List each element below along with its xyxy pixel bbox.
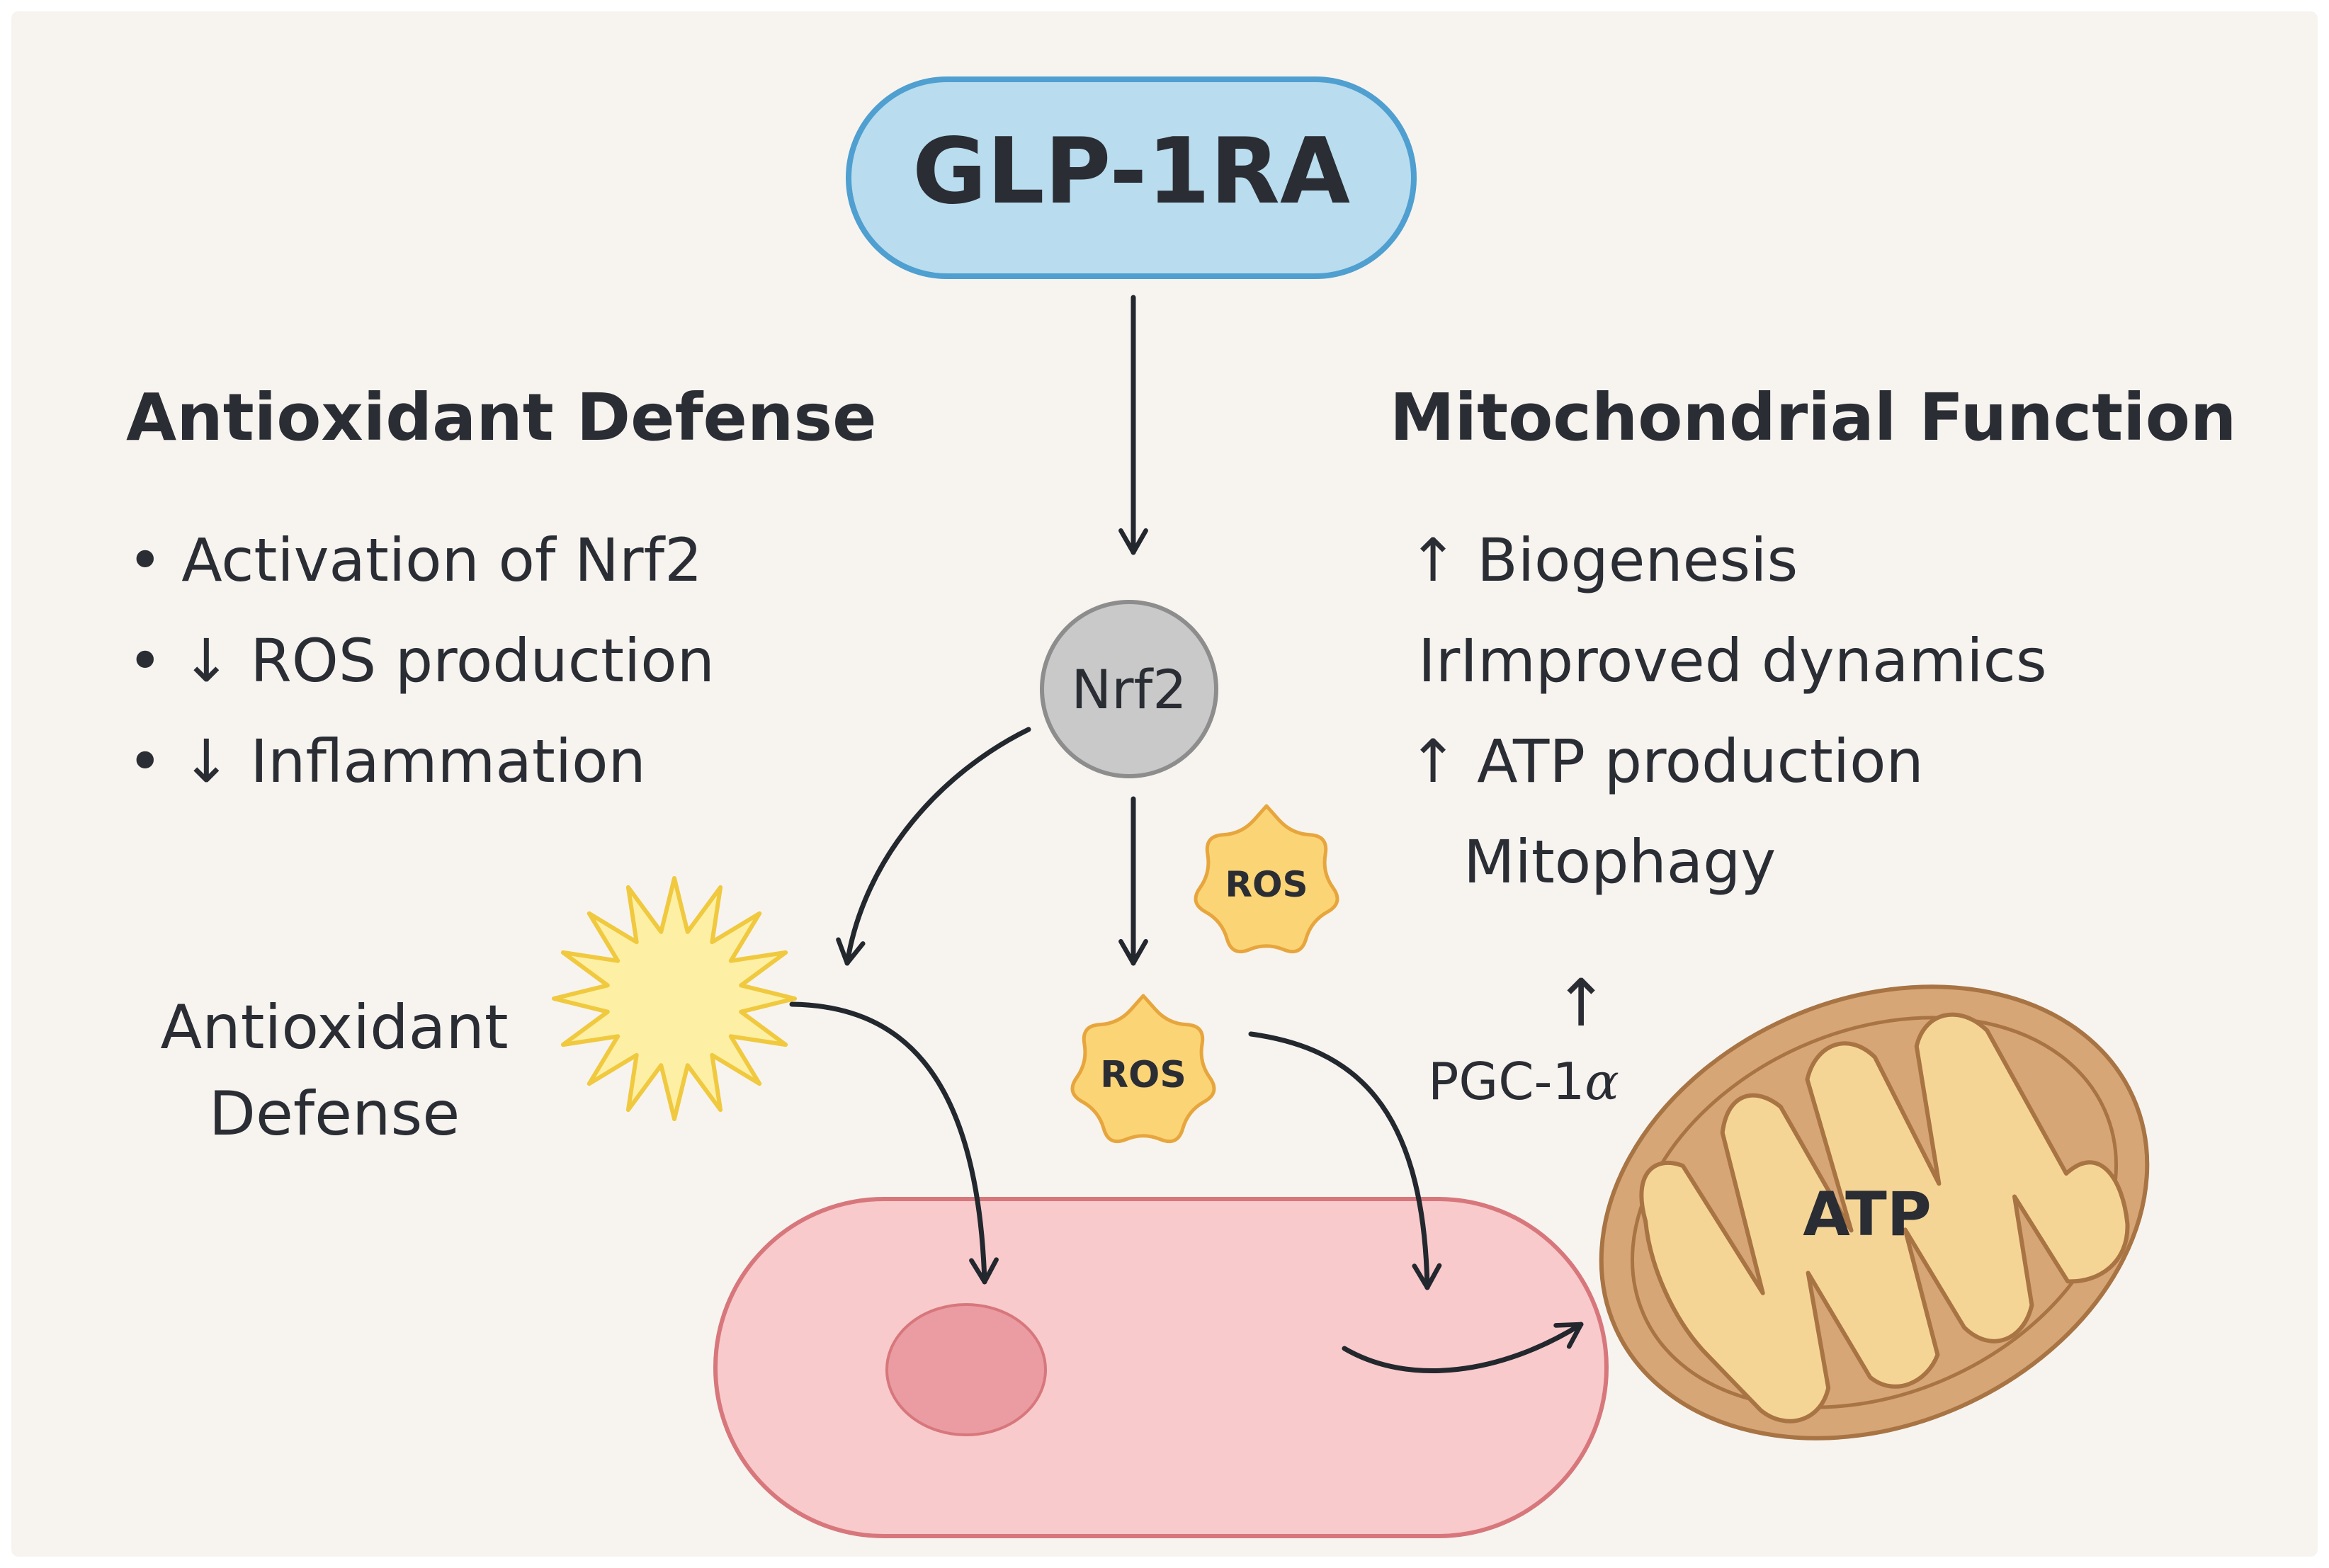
mito-item-4: Mitophagy bbox=[1463, 827, 1776, 897]
antioxidant-item-2: • ↓ ROS production bbox=[128, 626, 715, 695]
glp1ra-node: GLP-1RA bbox=[846, 76, 1417, 279]
pgc-label-alpha: α bbox=[1585, 1052, 1619, 1111]
cell bbox=[713, 1197, 1609, 1538]
mitochondrial-heading: Mitochondrial Function bbox=[1390, 380, 2236, 455]
antioxidant-heading: Antioxidant Defense bbox=[126, 380, 877, 455]
antioxidant-item-3: • ↓ Inflammation bbox=[128, 727, 646, 796]
pgc-label-main: PGC-1 bbox=[1428, 1052, 1585, 1111]
mito-item-2: IrImproved dynamics bbox=[1418, 626, 2047, 695]
ros-lower-label: ROS bbox=[1100, 1054, 1186, 1096]
antioxidant-item-1: • Activation of Nrf2 bbox=[128, 525, 703, 595]
cristae bbox=[1639, 1012, 2130, 1424]
mitochondrion: ATP bbox=[1599, 984, 2150, 1441]
mitochondrion-label: ATP bbox=[1803, 1179, 1932, 1250]
mito-item-3: ↑ ATP production bbox=[1408, 727, 1924, 796]
arrow-antioxidant-to-cell bbox=[789, 1001, 999, 1285]
ros-upper-node: ROS bbox=[1194, 804, 1339, 954]
burst-label-line1: Antioxidant bbox=[160, 992, 508, 1063]
arrow-ros-to-cell bbox=[1248, 1031, 1442, 1290]
antioxidant-burst-icon bbox=[552, 876, 797, 1121]
arrow-nrf2-to-antioxidant bbox=[836, 727, 1031, 966]
pgc-label: PGC-1α bbox=[1428, 1052, 1619, 1111]
nucleus bbox=[885, 1303, 1047, 1436]
burst-label-line2: Defense bbox=[209, 1079, 460, 1149]
glp1ra-label: GLP-1RA bbox=[912, 119, 1350, 225]
ros-upper-label: ROS bbox=[1225, 864, 1308, 905]
mito-item-1: ↑ Biogenesis bbox=[1408, 525, 1798, 595]
nrf2-node: Nrf2 bbox=[1040, 600, 1218, 778]
ros-lower-node: ROS bbox=[1070, 994, 1216, 1144]
nrf2-label: Nrf2 bbox=[1071, 658, 1186, 721]
arrow-cell-to-mitochondrion bbox=[1342, 1322, 1584, 1374]
pgc-up-arrow: ↑ bbox=[1553, 965, 1608, 1041]
